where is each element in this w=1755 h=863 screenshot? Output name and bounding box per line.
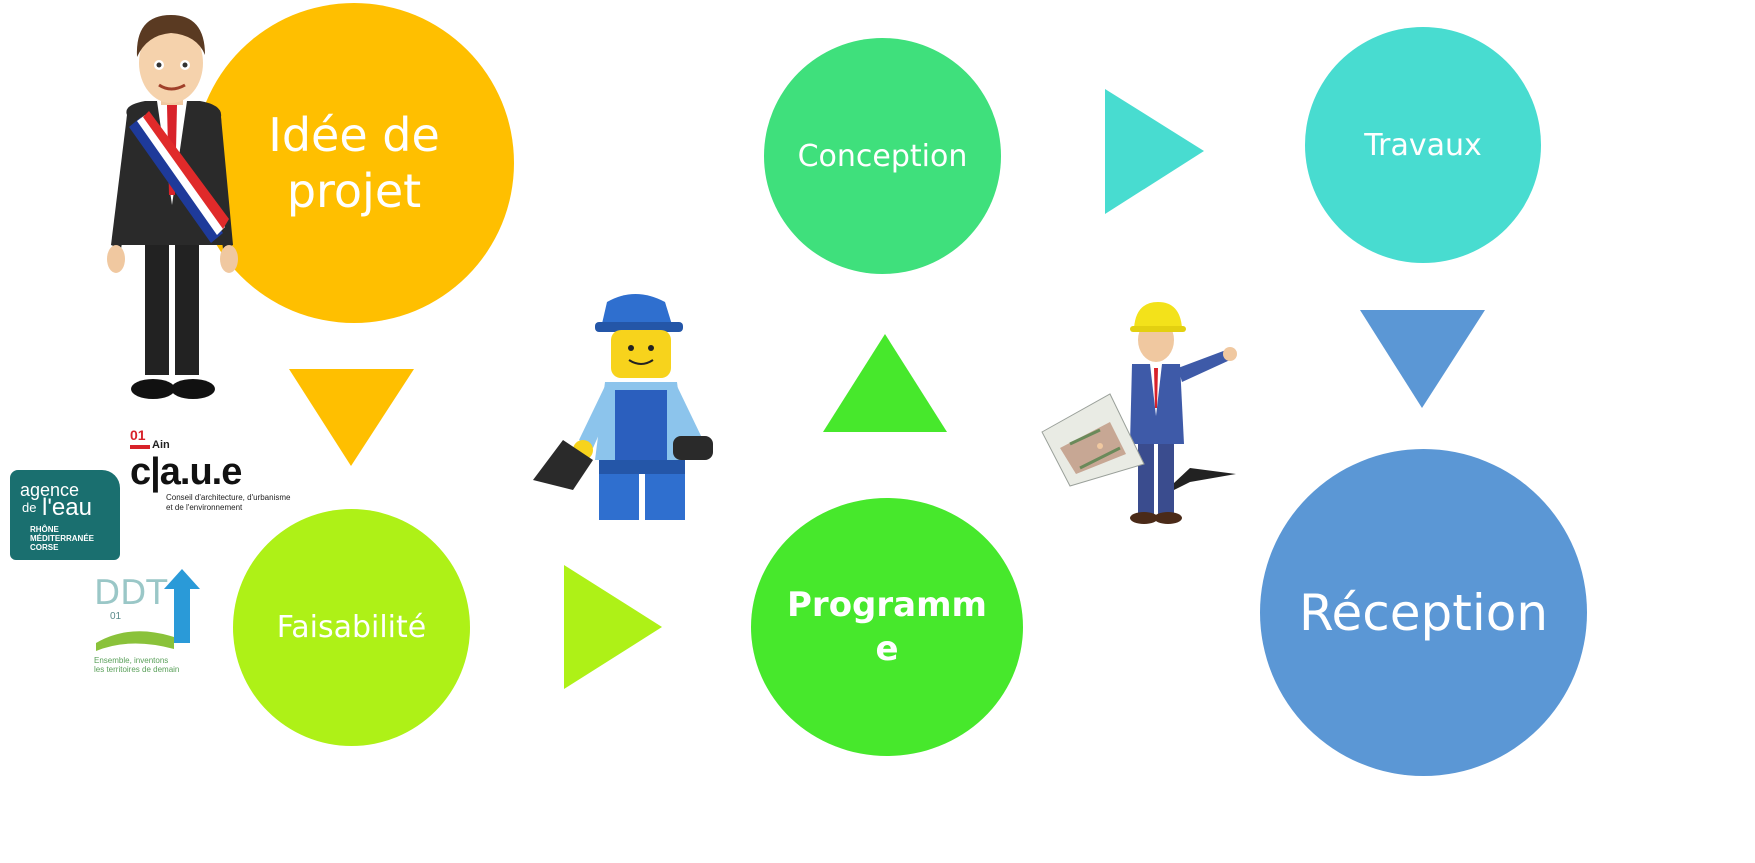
arrow-up-1 <box>823 334 947 432</box>
step-idee-line2: projet <box>286 164 422 218</box>
agence-eau-line6: CORSE <box>30 543 59 552</box>
caue-name: c|a.u.e <box>130 451 242 493</box>
arrow-down-1 <box>289 369 414 466</box>
mayor-figure <box>107 15 238 399</box>
step-programme: Programm e <box>751 498 1023 756</box>
ddt-arrow-icon <box>96 569 200 651</box>
arrow-right-2 <box>1105 89 1204 214</box>
step-reception: Réception <box>1260 449 1587 776</box>
step-conception-label: Conception <box>797 138 968 174</box>
step-faisabilite: Faisabilité <box>233 509 470 746</box>
ddt-number: 01 <box>110 611 122 622</box>
step-reception-label: Réception <box>1298 583 1549 642</box>
arrow-down-2 <box>1360 310 1485 408</box>
step-idee-line1: Idée de <box>268 108 440 162</box>
caue-dept: Ain <box>152 439 170 451</box>
ddt-name: DDT <box>94 573 168 613</box>
ddt-tagline-1: Ensemble, inventons <box>94 656 169 665</box>
step-programme-line2: e <box>875 629 899 669</box>
agence-eau-logo: agence de l'eau RHÔNE MÉDITERRANÉE CORSE <box>10 470 120 560</box>
caue-subtitle-2: et de l'environnement <box>166 503 243 512</box>
step-programme-line1: Programm <box>787 585 987 625</box>
caue-number: 01 <box>130 427 146 443</box>
caue-logo: 01 Ain c|a.u.e Conseil d'architecture, d… <box>128 425 298 515</box>
step-faisabilite-label: Faisabilité <box>276 610 427 645</box>
step-travaux: Travaux <box>1305 27 1541 263</box>
step-idee-de-projet: Idée de projet <box>194 3 514 323</box>
architect-figure <box>1041 302 1237 524</box>
agence-eau-line1: agence <box>20 480 80 500</box>
ddt-tagline-2: les territoires de demain <box>94 665 180 674</box>
step-conception: Conception <box>764 38 1001 274</box>
arrow-right-1 <box>564 565 662 689</box>
agence-eau-line5: MÉDITERRANÉE <box>30 534 95 543</box>
ddt-logo: DDT 01 Ensemble, inventons les territoir… <box>90 563 202 675</box>
caue-red-bar <box>130 445 150 449</box>
agence-eau-line3: l'eau <box>42 494 92 521</box>
caue-subtitle-1: Conseil d'architecture, d'urbanisme <box>166 493 291 502</box>
agence-eau-line4: RHÔNE <box>30 525 59 534</box>
step-travaux-label: Travaux <box>1364 127 1482 163</box>
agence-eau-line2: de <box>22 500 37 515</box>
lego-worker-figure <box>533 294 713 520</box>
